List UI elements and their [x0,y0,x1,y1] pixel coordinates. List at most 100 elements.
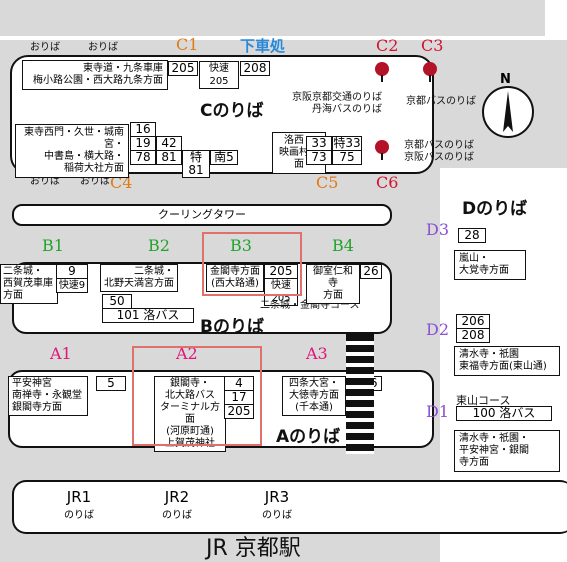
c-noriba-label: Cのりば [200,101,264,121]
stop-b3: B3 [230,236,252,255]
b1-dest-line-3: 方面 [3,290,23,301]
route-rapid9: 快速9 [56,278,88,293]
stop-b4: B4 [332,236,354,255]
jr2-stop: JR2 のりば [162,488,192,521]
d1-dest-line-2: 平安神宮・銀閣 [459,445,529,456]
a2-dest-line-4: (河原町通) [166,426,214,437]
stop-a1: A1 [50,344,72,363]
c4-dest-line-1: 東寺西門・久世・城南宮・ [24,127,124,150]
c6-destination: 京都バスのりば 京阪バスのりば [404,140,474,164]
stop-a2: A2 [176,344,198,363]
route-9: 9 [56,264,88,279]
d1-dest-line-3: 寺方面 [459,457,489,468]
jr1-label: JR1 [66,488,92,506]
jr3-noriba: のりば [262,510,292,521]
a2-dest-line-5: 上賀茂神社 [165,438,215,449]
a2-highlight [132,346,262,446]
c-drop-off-1: おりば [30,42,60,53]
route-south5: 南5 [210,150,238,165]
a-noriba-label: Aのりば [276,427,341,447]
c1-dest-line-2: 梅小路公園・西大路九条方面 [33,75,163,86]
stop-c3: C3 [421,36,444,55]
higashiyama-course: 東山コース [456,394,511,407]
route-205-a2: 205 [224,404,254,419]
d2-dest-line-2: 東福寺方面(東山通) [459,361,547,372]
a3-destination: 四条大宮・ 大徳寺方面 (千本通) [282,376,346,416]
b4-dest-line-2: 方面 [323,290,343,301]
stop-b2: B2 [148,236,170,255]
route-78: 78 [130,150,156,165]
c6-dest-line-2: 京阪バスのりば [404,152,474,163]
d1-dest-line-1: 清水寺・祇園・ [459,433,529,444]
c2-dest-line-2: 丹海バスのりば [312,104,382,115]
d3-destination: 嵐山・ 大覚寺方面 [454,250,526,280]
a2-destination: 銀閣寺・ 北大路バス ターミナル方面 (河原町通) 上賀茂神社 [154,376,226,452]
route-205-c1: 205 [168,61,198,76]
stop-c6-pin [375,140,389,160]
route-50: 50 [102,294,132,309]
b3-destination: 金閣寺方面 (西大路通) [206,264,264,292]
a2-dest-line-2: 北大路バス [165,390,215,401]
d-noriba-label: Dのりば [462,199,528,219]
b-noriba-label: Bのりば [200,317,264,337]
route-special33: 特33 [332,136,362,151]
a1-destination: 平安神宮 南禅寺・永観堂 銀閣寺方面 [8,376,88,416]
stop-d1: D1 [426,402,450,421]
c1-dest-line-1: 東寺道・九条車庫 [83,63,163,74]
c4-destination: 東寺西門・久世・城南宮・ 中書島・横大路・ 稲荷大社方面 [15,124,129,178]
jr3-label: JR3 [264,488,290,506]
jr-kyoto-station-label: JR 京都駅 [206,536,301,561]
c-drop-off-4: おりば [80,176,110,187]
c2-destination: 京阪京都交通のりば 丹海バスのりば [292,92,382,116]
c5-dest-line-1: 洛西・ [284,135,314,146]
jr2-label: JR2 [164,488,190,506]
a1-dest-line-1: 平安神宮 [12,378,52,389]
route-206-d2: 206 [456,314,490,329]
stop-c3-pin [423,62,437,82]
route-75: 75 [332,150,362,165]
route-208-d2: 208 [456,328,490,343]
north-label: N [500,72,511,87]
stop-c1: C1 [176,35,199,54]
a3-dest-line-2: 大徳寺方面 [289,390,339,401]
stop-c6: C6 [376,173,399,192]
crosswalk [346,334,374,454]
route-42: 42 [156,136,182,151]
a2-dest-line-1: 銀閣寺・ [170,378,210,389]
a1-dest-line-2: 南禅寺・永観堂 [12,390,82,401]
c2-dest-line-1: 京阪京都交通のりば [292,92,382,103]
b4-destination: 御室仁和寺 方面 [306,264,360,304]
d2-dest-line-1: 清水寺・祇園 [459,349,519,360]
a1-dest-line-3: 銀閣寺方面 [12,402,62,413]
b3-dest-line-2: (西大路通) [211,278,259,289]
stop-c5: C5 [316,173,339,192]
b2-dest-line-2: 北野天満宮方面 [104,278,174,289]
north-arrow-icon [503,91,513,132]
top-area [0,0,545,36]
d2-destination: 清水寺・祇園 東福寺方面(東山通) [454,346,560,376]
d3-dest-line-1: 嵐山・ [459,253,489,264]
c3-destination: 京都バスのりば [406,96,476,107]
c1-destination: 東寺道・九条車庫 梅小路公園・西大路九条方面 [22,60,168,90]
route-33: 33 [306,136,332,151]
stop-c2: C2 [376,36,399,55]
nijo-kinkakuji-course: 二条城・金閣寺コース [260,300,360,311]
b1-dest-line-1: 二条城・ [3,266,43,277]
route-16: 16 [130,122,156,137]
stop-b1: B1 [42,236,64,255]
c6-dest-line-1: 京都バスのりば [404,140,474,151]
jr1-noriba: のりば [64,510,94,521]
route-28: 28 [458,228,486,243]
route-5: 5 [96,376,126,391]
compass [482,86,534,138]
b1-dest-line-2: 西賀茂車庫 [3,278,53,289]
getting-off-label: 下車処 [240,37,286,55]
b3-dest-line-1: 金閣寺方面 [210,266,260,277]
route-73: 73 [306,150,332,165]
jr-platform [12,480,567,534]
route-19: 19 [130,136,156,151]
route-26: 26 [360,264,382,279]
stop-d3: D3 [426,220,450,239]
b2-dest-line-1: 二条城・ [134,266,174,277]
